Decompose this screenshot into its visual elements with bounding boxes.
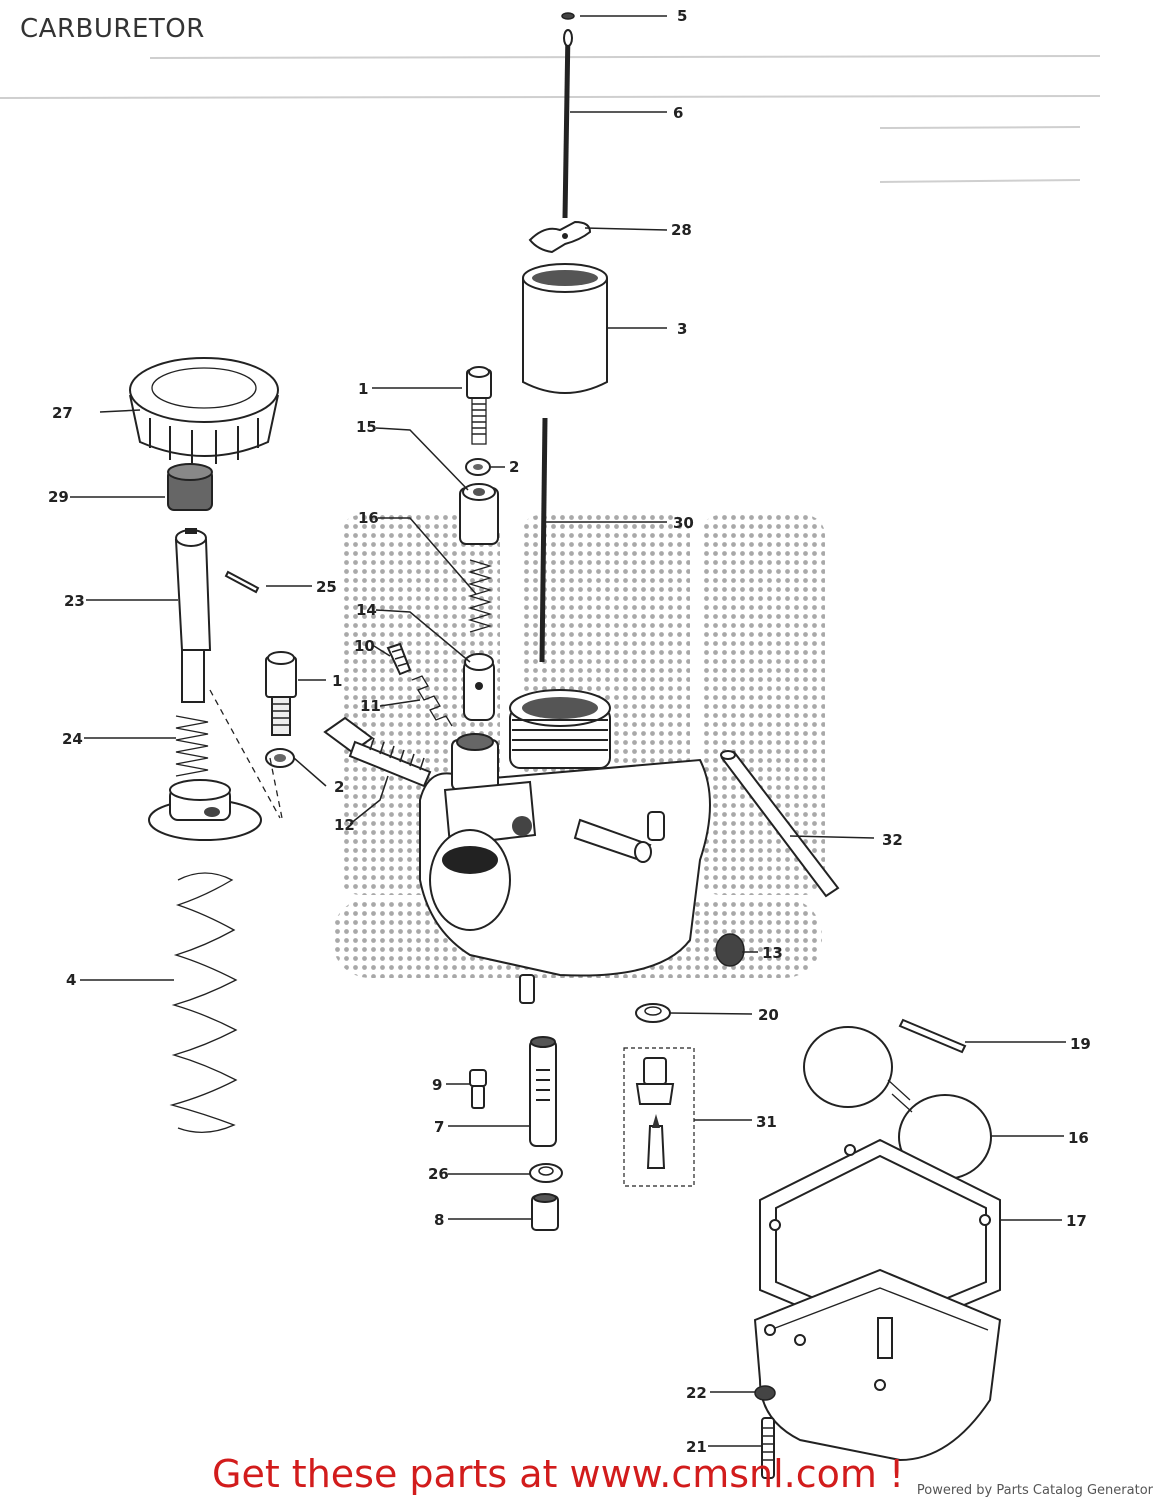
callout-5: 5 xyxy=(677,7,687,25)
callout-21: 21 xyxy=(686,1438,707,1456)
part-21-drain-screw xyxy=(761,1417,775,1479)
callout-28: 28 xyxy=(671,221,692,239)
callout-24: 24 xyxy=(62,730,83,748)
callout-31: 31 xyxy=(756,1113,777,1131)
part-10-air-screw xyxy=(386,642,412,676)
part-12-idle-screw xyxy=(323,716,432,788)
callout-19: 19 xyxy=(1070,1035,1091,1053)
part-8-main-jet xyxy=(531,1193,559,1231)
part-1-adjuster-bolt xyxy=(466,366,492,445)
callout-16: 16 xyxy=(358,509,379,527)
callout-9: 9 xyxy=(432,1076,442,1094)
part-27-top-cap xyxy=(129,357,279,464)
part-24-spring xyxy=(175,715,209,777)
part-23-adjuster-tube xyxy=(174,528,212,703)
callout-26: 26 xyxy=(428,1165,449,1183)
callout-11: 11 xyxy=(360,697,381,715)
callout-4: 4 xyxy=(66,971,76,989)
part-17-gasket xyxy=(759,1138,1001,1342)
part-24-cap-base xyxy=(148,689,283,841)
callout-15: 15 xyxy=(356,418,377,436)
part-31-float-valve xyxy=(623,1047,695,1187)
part-11-small-spring xyxy=(411,675,453,727)
callout-32: 32 xyxy=(882,831,903,849)
part-30-rod xyxy=(539,417,548,663)
callout-22: 22 xyxy=(686,1384,707,1402)
part-25-pin xyxy=(224,570,260,594)
promo-link-text[interactable]: Get these parts at www.cmsnl.com ! xyxy=(212,1452,905,1496)
part-22-clip xyxy=(754,1385,776,1401)
float-bowl xyxy=(753,1268,1002,1462)
part-5-clip xyxy=(561,12,575,20)
part-32-overflow-tube xyxy=(720,750,840,898)
part-26-washer xyxy=(529,1163,563,1183)
callout-7: 7 xyxy=(434,1118,444,1136)
callout-1: 1 xyxy=(332,672,342,690)
callout-3: 3 xyxy=(677,320,687,338)
callout-labels: 5 6 28 3 1 27 15 2 29 16 30 23 25 14 10 … xyxy=(48,7,1091,1456)
callout-6: 6 xyxy=(673,104,683,122)
part-28-needle-plate xyxy=(528,220,592,254)
part-2-nut xyxy=(465,458,491,476)
part-20-washer xyxy=(635,1003,671,1023)
callout-14: 14 xyxy=(356,601,377,619)
callout-23: 23 xyxy=(64,592,85,610)
part-3-throttle-slide xyxy=(522,263,608,394)
callout-27: 27 xyxy=(52,404,73,422)
callout-25: 25 xyxy=(316,578,337,596)
callout-30: 30 xyxy=(673,514,694,532)
part-15-cable-adjuster xyxy=(459,483,499,545)
callout-2: 2 xyxy=(334,778,344,796)
callout-1: 1 xyxy=(358,380,368,398)
callout-16: 16 xyxy=(1068,1129,1089,1147)
part-7-needle-jet xyxy=(529,1036,557,1147)
leader-lines xyxy=(70,15,1066,1447)
part-4-return-spring xyxy=(169,872,238,1133)
callout-12: 12 xyxy=(334,816,355,834)
part-6-jet-needle xyxy=(562,29,573,219)
part-29-plug xyxy=(167,463,213,511)
scan-noise xyxy=(0,55,1101,183)
powered-by-text: Powered by Parts Catalog Generator xyxy=(916,1483,1153,1498)
callout-29: 29 xyxy=(48,488,69,506)
part-14-pilot-screw xyxy=(463,653,495,721)
carburetor-body xyxy=(419,689,711,1004)
callout-10: 10 xyxy=(354,637,375,655)
part-19-float-pin xyxy=(898,1018,967,1054)
callout-20: 20 xyxy=(758,1006,779,1024)
part-9-pilot-jet xyxy=(469,1069,487,1109)
callout-13: 13 xyxy=(762,944,783,962)
part-1-bolt xyxy=(265,651,297,736)
part-13-nut xyxy=(715,933,745,967)
callout-17: 17 xyxy=(1066,1212,1087,1230)
callout-2: 2 xyxy=(509,458,519,476)
part-16-float xyxy=(803,1026,992,1180)
part-2-nut xyxy=(265,748,295,768)
callout-8: 8 xyxy=(434,1211,444,1229)
page-title: CARBURETOR xyxy=(20,14,205,44)
part-16-spring xyxy=(467,559,493,633)
